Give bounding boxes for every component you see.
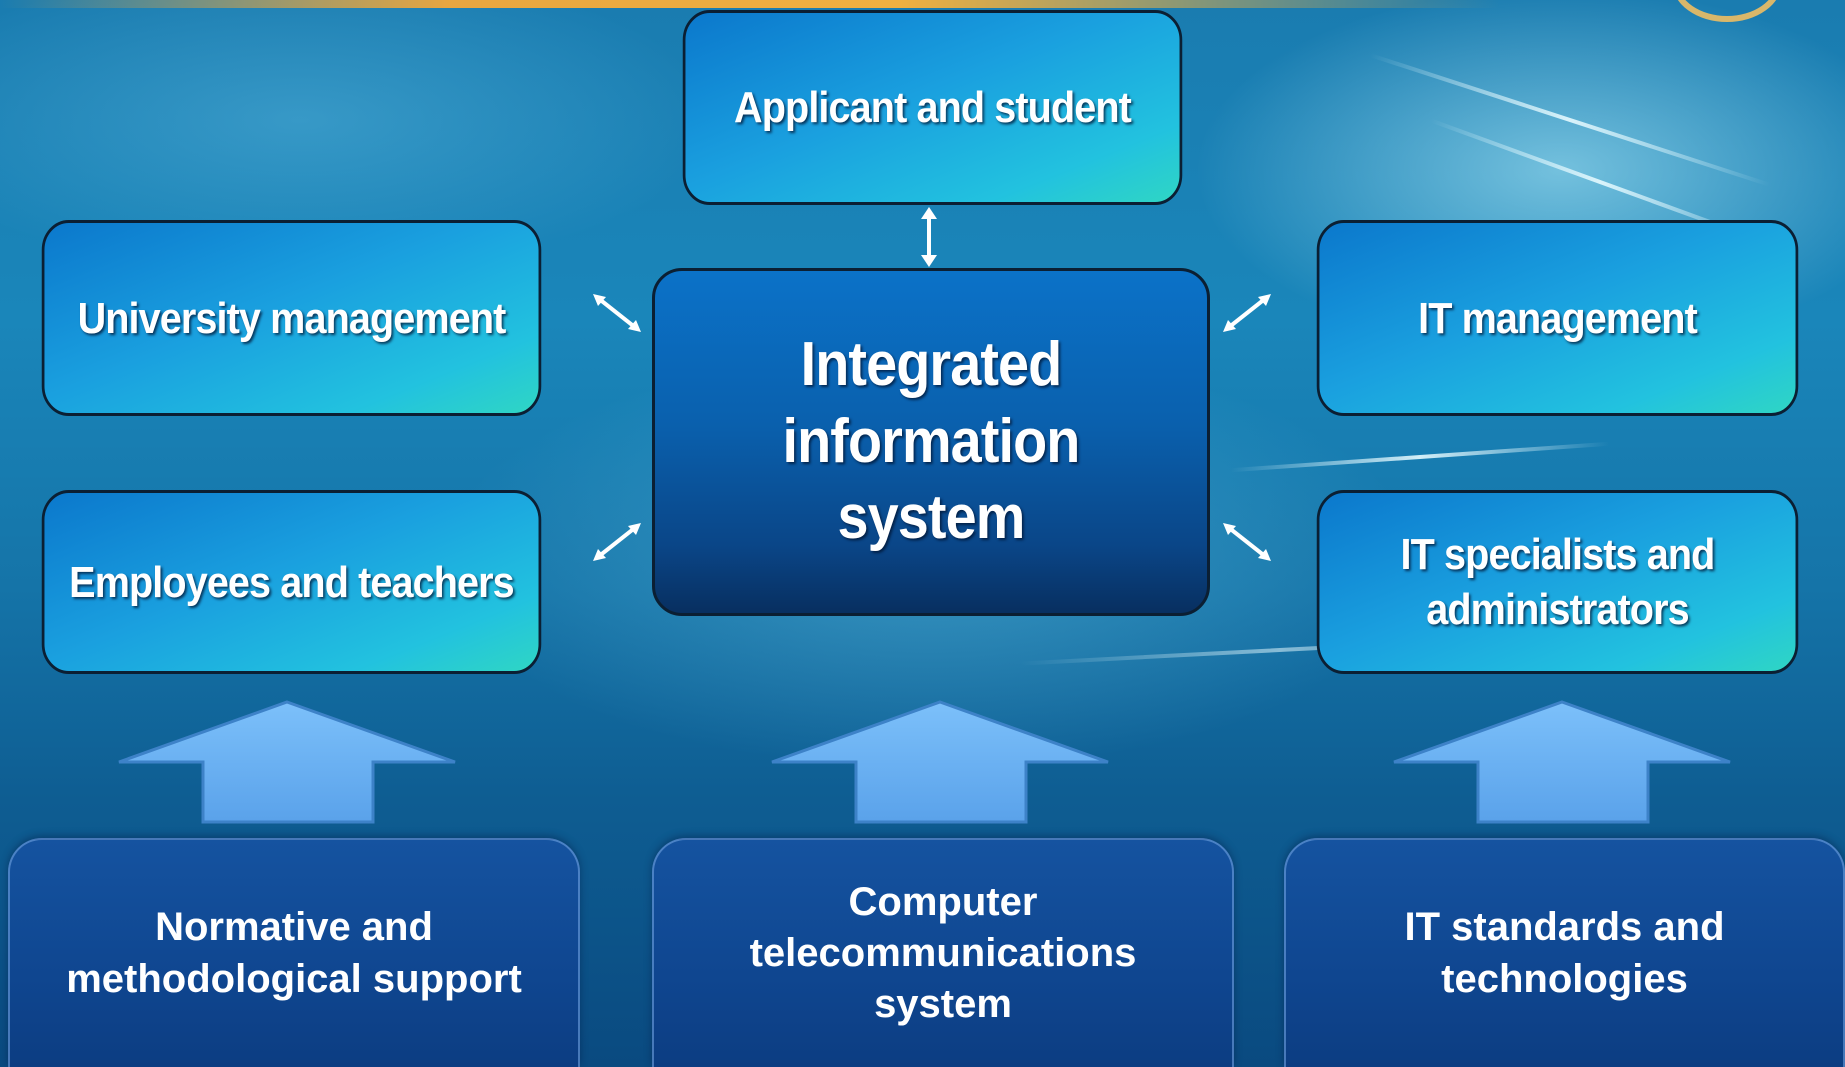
node-label: Applicant and student — [734, 83, 1132, 132]
node-it-specialists: IT specialists and administrators — [1316, 490, 1799, 674]
foundation-label: IT standards and technologies — [1404, 905, 1725, 1001]
up-arrow-left — [118, 700, 456, 824]
center-label: Integrated information system — [782, 329, 1081, 553]
up-arrow-center — [771, 700, 1109, 824]
node-label: Employees and teachers — [69, 557, 515, 607]
foundation-label: Normative and methodological support — [66, 905, 522, 1001]
foundation-normative-support: Normative and methodological support — [8, 838, 580, 1067]
foundation-computer-telecom: Computer telecommunications system — [652, 838, 1234, 1067]
foundation-it-standards: IT standards and technologies — [1284, 838, 1845, 1067]
node-applicant-student: Applicant and student — [682, 10, 1183, 205]
connector-arrow-lower-right — [1223, 523, 1271, 561]
up-arrow-right — [1393, 700, 1731, 824]
connector-arrow-upper-right — [1223, 294, 1271, 332]
node-label: University management — [77, 293, 507, 343]
connector-arrow-upper-left — [593, 294, 641, 332]
node-university-management: University management — [41, 220, 542, 416]
logo-emblem — [1672, 0, 1782, 22]
node-label: IT specialists and administrators — [1400, 530, 1716, 634]
connector-arrow-top — [921, 207, 937, 267]
node-it-management: IT management — [1316, 220, 1799, 416]
foundation-label: Computer telecommunications system — [749, 879, 1137, 1027]
node-label: IT management — [1418, 293, 1698, 343]
light-streak — [1230, 441, 1610, 473]
node-integrated-information-system: Integrated information system — [652, 268, 1210, 616]
node-employees-teachers: Employees and teachers — [41, 490, 542, 674]
top-accent-bar — [0, 0, 1500, 8]
connector-arrow-lower-left — [593, 523, 641, 561]
